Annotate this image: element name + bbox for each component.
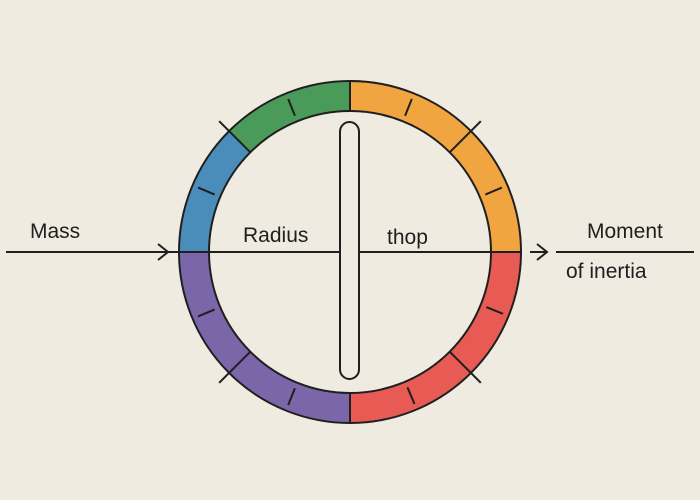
- segment-tick: [287, 98, 296, 117]
- segment-tick: [197, 186, 216, 196]
- segment-tick: [484, 186, 503, 196]
- ring-segment-bottom-left: [229, 351, 350, 423]
- thop-label: thop: [387, 226, 428, 249]
- output-arrowhead: [536, 243, 549, 261]
- moment-label: Moment: [587, 220, 663, 243]
- of-inertia-label: of inertia: [566, 260, 647, 283]
- ring-segment-top-left: [229, 81, 350, 153]
- rod: [339, 121, 360, 380]
- radius-label: Radius: [243, 224, 309, 247]
- ring-segment-right-lower: [449, 252, 521, 373]
- segment-tick: [197, 308, 216, 318]
- wheel-ring: [179, 81, 521, 423]
- ring-segment-right-upper: [449, 131, 521, 252]
- ring-segment-left-upper: [179, 131, 251, 252]
- ring-segment-left-lower: [179, 252, 251, 373]
- segment-tick: [406, 386, 416, 405]
- mass-label: Mass: [30, 220, 81, 243]
- segment-tick: [485, 306, 504, 315]
- input-arrowhead: [157, 243, 170, 261]
- ring-segment-top-right: [350, 81, 471, 153]
- segment-tick: [287, 387, 296, 406]
- segment-tick: [404, 98, 413, 117]
- ring-segment-bottom-right: [350, 351, 471, 423]
